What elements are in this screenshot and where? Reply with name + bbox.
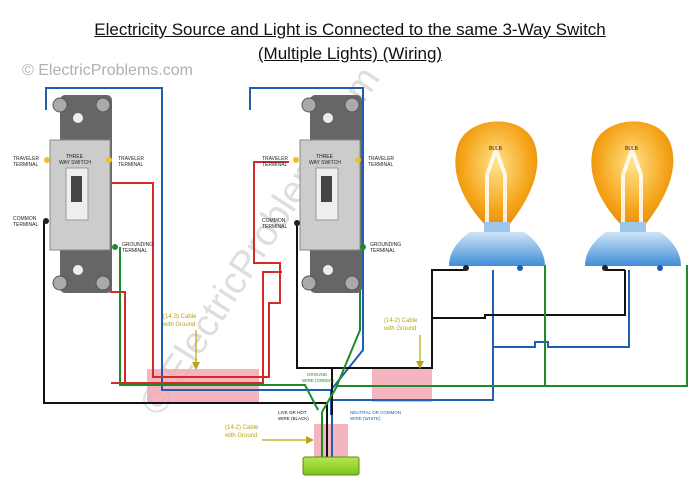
watermark-text: © ElectricProblems.com [22, 62, 193, 79]
cable-143-label-2: with Ground [162, 322, 195, 328]
cable-142-right-label-1: (14-2) Cable [384, 318, 418, 324]
diagram-title-line1: Electricity Source and Light is Connecte… [94, 20, 606, 39]
cable-142-right-label-2: with Ground [383, 326, 416, 332]
ground-wire-switch1 [119, 247, 319, 411]
switch2-traveler-right-2: TERMINAL [368, 162, 394, 168]
ground-wire-label-2: WIRE (GREEN) [302, 378, 335, 383]
cable-143-label-1: (14-3) Cable [163, 314, 197, 320]
three-way-switch-1[interactable] [43, 95, 118, 293]
hot-wire-switch1-common [43, 221, 328, 420]
ground-wire-lights [336, 265, 688, 387]
live-wire-label-2: WIRE (BLACK) [278, 416, 309, 421]
switch2-ground-2: TERMINAL [370, 248, 396, 254]
switch1-traveler-left-2: TERMINAL [13, 162, 39, 168]
switch1-common-2: TERMINAL [13, 222, 39, 228]
hot-wire-bulb1 [431, 269, 466, 318]
bulb2-label: BULB [625, 146, 639, 152]
switch1-ground-1: GROUNDING [122, 242, 153, 248]
cable-143-arrowhead [192, 362, 200, 370]
hot-wire-lights [297, 270, 626, 369]
neutral-wire-label-1: NEUTRAL OR COMMON [350, 410, 401, 415]
switch1-name-line1: THREE [66, 154, 84, 160]
light-bulb-1 [449, 121, 545, 271]
live-wire-label-1: LIVE OR HOT [278, 410, 307, 415]
switch2-common-1: COMMON [262, 218, 286, 224]
neutral-wire-label-2: WIRE (WHITE) [350, 416, 381, 421]
switch2-name-line1: THREE [316, 154, 334, 160]
three-way-switch-2[interactable] [293, 95, 366, 293]
traveler-wire-bottom [110, 197, 126, 384]
neutral-wire-lights [331, 270, 630, 401]
switch2-traveler-left-2: TERMINAL [262, 162, 288, 168]
switch2-ground-1: GROUNDING [370, 242, 401, 248]
cable-142-right-arrowhead [416, 361, 424, 369]
switch2-traveler-left-1: TRAVELER [262, 156, 288, 162]
traveler-wire-top [111, 161, 289, 378]
switch1-name-line2: WAY SWITCH [59, 160, 91, 166]
cable-142-bottom-arrowhead [306, 436, 314, 444]
cable-142-bottom-label-1: (14-2) Cable [225, 425, 259, 431]
traveler-wire-right [111, 271, 282, 384]
light-bulb-2 [585, 121, 681, 271]
diagram-title-line2: (Multiple Lights) (Wiring) [257, 44, 443, 63]
junction-box [302, 456, 360, 476]
neutral-wire-switch2-loop [249, 87, 364, 391]
switch2-name-line2: WAY SWITCH [309, 160, 341, 166]
ground-wire-label-1: GROUND [307, 372, 328, 377]
bulb1-label: BULB [489, 146, 503, 152]
cable-142-bottom-label-2: with Ground [224, 433, 257, 439]
switch2-common-2: TERMINAL [262, 224, 288, 230]
switch1-ground-2: TERMINAL [122, 248, 148, 254]
switch2-traveler-right-1: TRAVELER [368, 156, 394, 162]
switch1-common-1: COMMON [13, 216, 37, 222]
switch1-traveler-right-2: TERMINAL [118, 162, 144, 168]
switch1-traveler-right-1: TRAVELER [118, 156, 144, 162]
switch1-traveler-left-1: TRAVELER [13, 156, 39, 162]
